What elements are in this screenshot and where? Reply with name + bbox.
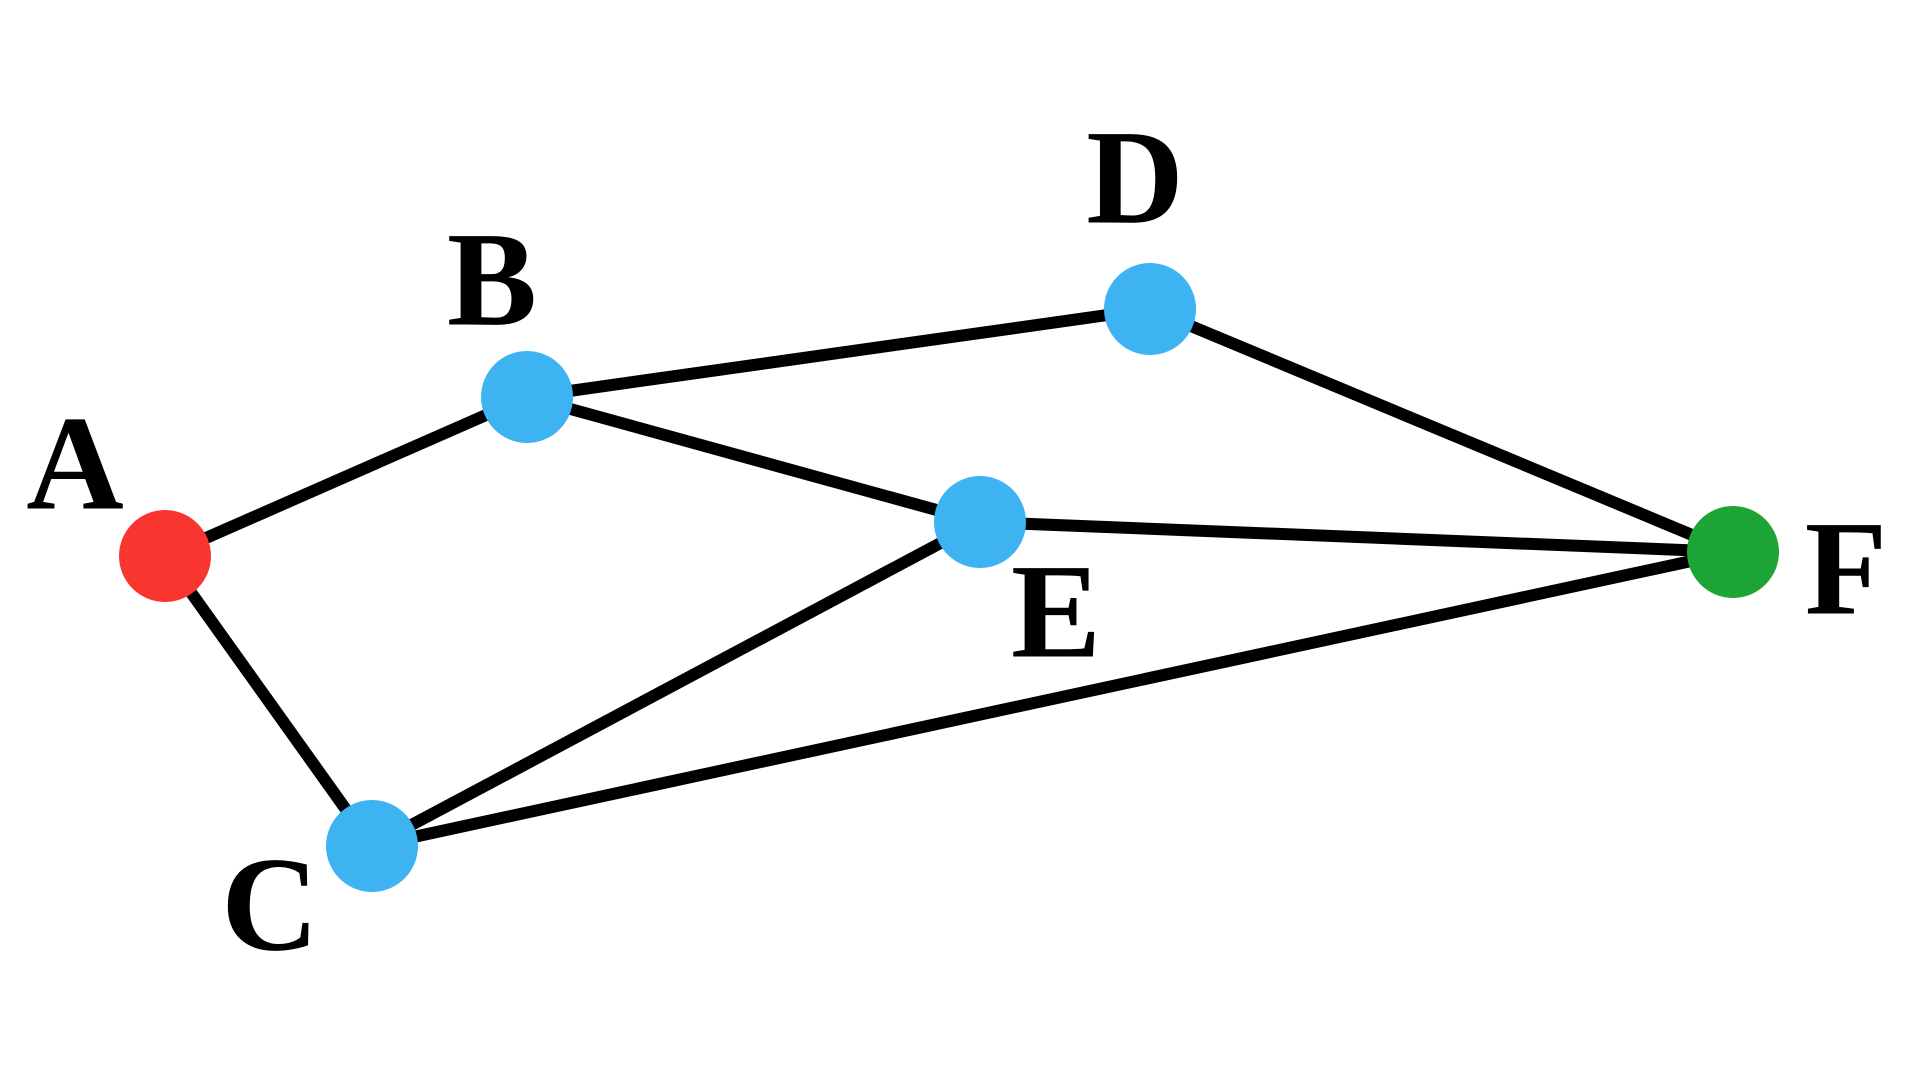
edge-C-E <box>369 516 983 852</box>
graph-node-labels: A B C D E F <box>26 104 1887 980</box>
edge-A-B <box>162 391 530 562</box>
node-A <box>119 510 211 602</box>
graph-edges <box>160 303 1736 852</box>
edge-B-D <box>526 303 1151 403</box>
node-C <box>326 800 418 892</box>
node-label-C: C <box>221 831 319 980</box>
graph-nodes <box>119 263 1779 892</box>
edge-B-E <box>525 391 982 528</box>
edge-D-F <box>1147 303 1736 558</box>
node-D <box>1104 263 1196 355</box>
node-F <box>1687 506 1779 598</box>
node-label-E: E <box>1011 538 1101 687</box>
node-label-D: D <box>1086 104 1184 253</box>
node-label-F: F <box>1805 495 1887 644</box>
edge-A-C <box>160 552 377 850</box>
edge-C-F <box>370 546 1735 852</box>
node-label-A: A <box>26 390 124 539</box>
node-label-B: B <box>447 206 537 355</box>
node-E <box>934 476 1026 568</box>
edge-E-F <box>979 516 1734 558</box>
node-B <box>481 351 573 443</box>
